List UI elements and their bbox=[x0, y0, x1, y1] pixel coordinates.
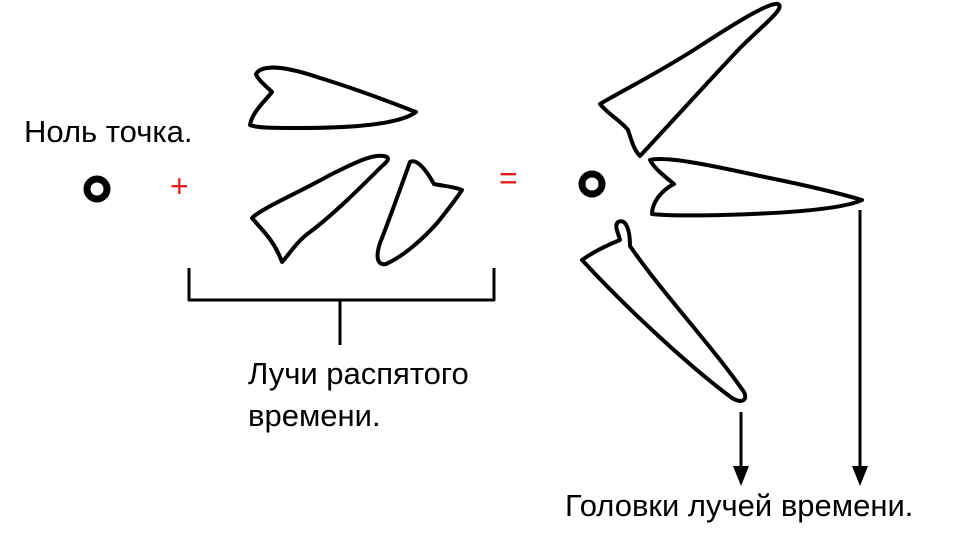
ray-upper-left bbox=[248, 65, 418, 130]
equals-operator: = bbox=[499, 160, 518, 196]
ray-heads-label: Головки лучей времени. bbox=[565, 488, 914, 523]
rays-label-line1: Лучи распятого bbox=[248, 356, 469, 391]
ray-lower-right bbox=[375, 159, 464, 267]
zero-point-circle-result bbox=[578, 170, 606, 198]
zero-point-circle bbox=[83, 175, 111, 203]
ray-lower-left bbox=[250, 153, 390, 264]
ray-result-middle bbox=[648, 156, 864, 218]
arrow-down-icon bbox=[733, 466, 749, 486]
rays-bracket bbox=[187, 268, 496, 345]
zero-point-label: Ноль точка. bbox=[24, 114, 193, 149]
arrow-down-icon bbox=[852, 466, 868, 486]
plus-operator: + bbox=[170, 168, 189, 204]
rays-label-line2: времени. bbox=[248, 398, 381, 433]
ray-result-top bbox=[598, 1, 782, 158]
ray-result-bottom bbox=[580, 219, 748, 403]
